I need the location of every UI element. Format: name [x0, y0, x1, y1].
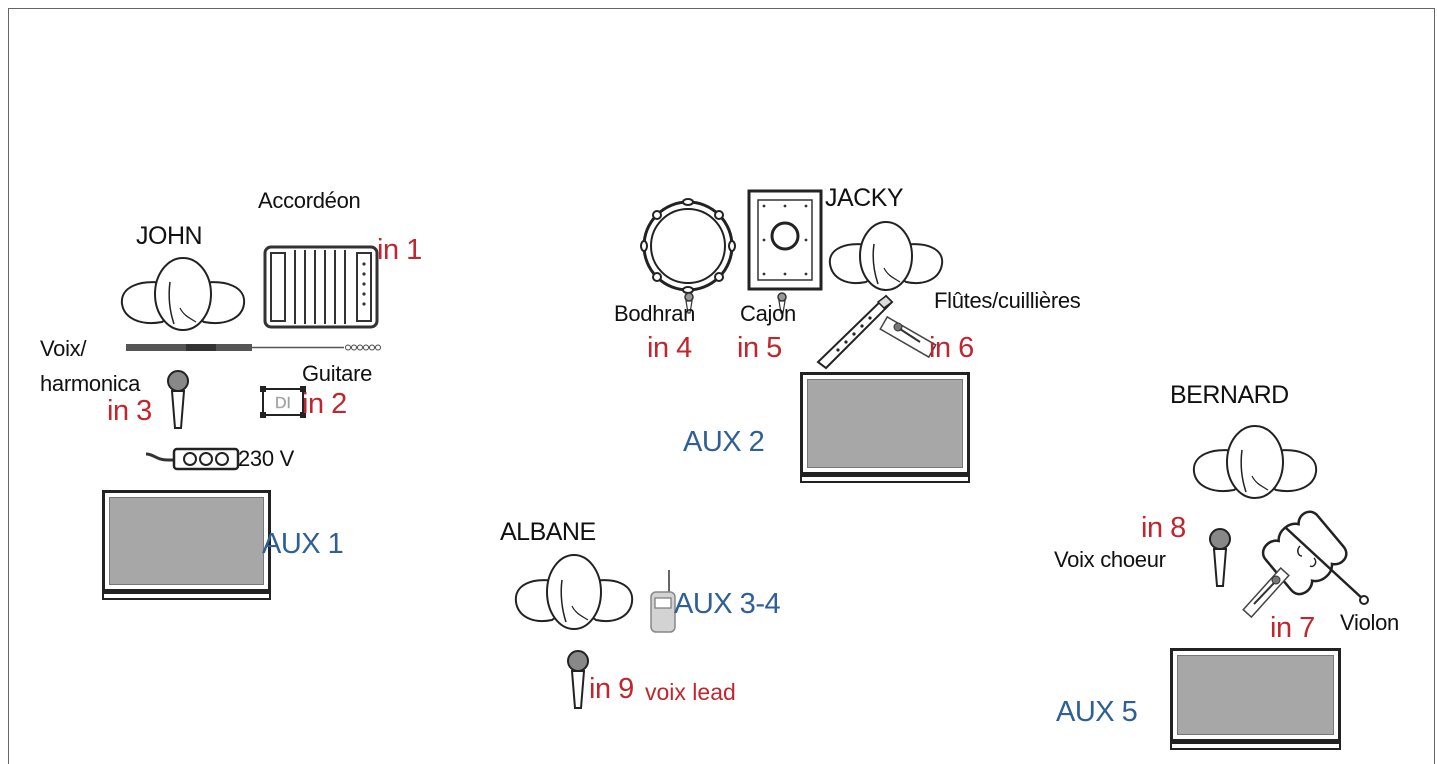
input-in9: in 9	[589, 673, 634, 705]
power-strip-icon	[145, 447, 240, 471]
person-icon	[514, 554, 634, 630]
musician-name-john: JOHN	[136, 222, 203, 250]
label-flutes: Flûtes/cuillières	[934, 288, 1081, 313]
aux-3-4: AUX 3-4	[674, 588, 781, 620]
input-in7: in 7	[1270, 612, 1315, 644]
microphone-icon	[1242, 567, 1290, 619]
di-box-icon: DI	[260, 386, 306, 418]
label-accordeon: Accordéon	[258, 188, 361, 213]
in-ear-receiver-icon	[650, 570, 676, 633]
flute-icon	[816, 294, 894, 370]
label-guitare: Guitare	[302, 361, 373, 386]
cajon-icon	[747, 189, 823, 291]
aux-1: AUX 1	[262, 528, 344, 560]
cable-icon	[126, 344, 381, 351]
label-voix-harmonica-line1: Voix/	[40, 336, 87, 361]
label-bodhran: Bodhran	[614, 301, 696, 326]
musician-name-jacky: JACKY	[825, 184, 904, 212]
accordion-icon	[263, 245, 379, 329]
person-icon	[120, 257, 246, 331]
microphone-icon	[684, 292, 694, 314]
microphone-icon	[167, 370, 189, 429]
label-voix-harmonica-line2: harmonica	[40, 371, 141, 396]
monitor-wedge-icon	[800, 372, 970, 483]
monitor-wedge-icon	[1170, 648, 1341, 750]
monitor-wedge-icon	[102, 490, 271, 600]
microphone-icon	[567, 650, 589, 709]
label-voix-lead: voix lead	[645, 679, 736, 705]
input-in8: in 8	[1141, 512, 1186, 544]
aux-5: AUX 5	[1056, 696, 1138, 728]
musician-name-albane: ALBANE	[500, 518, 596, 546]
input-in1: in 1	[377, 234, 422, 266]
input-in5: in 5	[737, 332, 782, 364]
label-230v: 230 V	[238, 446, 294, 471]
microphone-icon	[777, 292, 787, 314]
label-violon: Violon	[1340, 610, 1399, 635]
person-icon	[1192, 425, 1318, 499]
label-cajon: Cajon	[740, 301, 796, 326]
microphone-icon	[1209, 528, 1231, 587]
input-in4: in 4	[647, 332, 692, 364]
person-icon	[828, 221, 944, 291]
label-voix-choeur: Voix choeur	[1054, 547, 1166, 572]
di-label: DI	[275, 395, 291, 412]
musician-name-bernard: BERNARD	[1170, 381, 1289, 409]
aux-2: AUX 2	[683, 426, 765, 458]
input-in6: in 6	[929, 332, 974, 364]
input-in2: in 2	[302, 388, 347, 420]
microphone-icon	[879, 315, 937, 359]
canvas-frame	[8, 8, 1435, 764]
bodhran-icon	[640, 198, 736, 294]
input-in3: in 3	[107, 395, 152, 427]
